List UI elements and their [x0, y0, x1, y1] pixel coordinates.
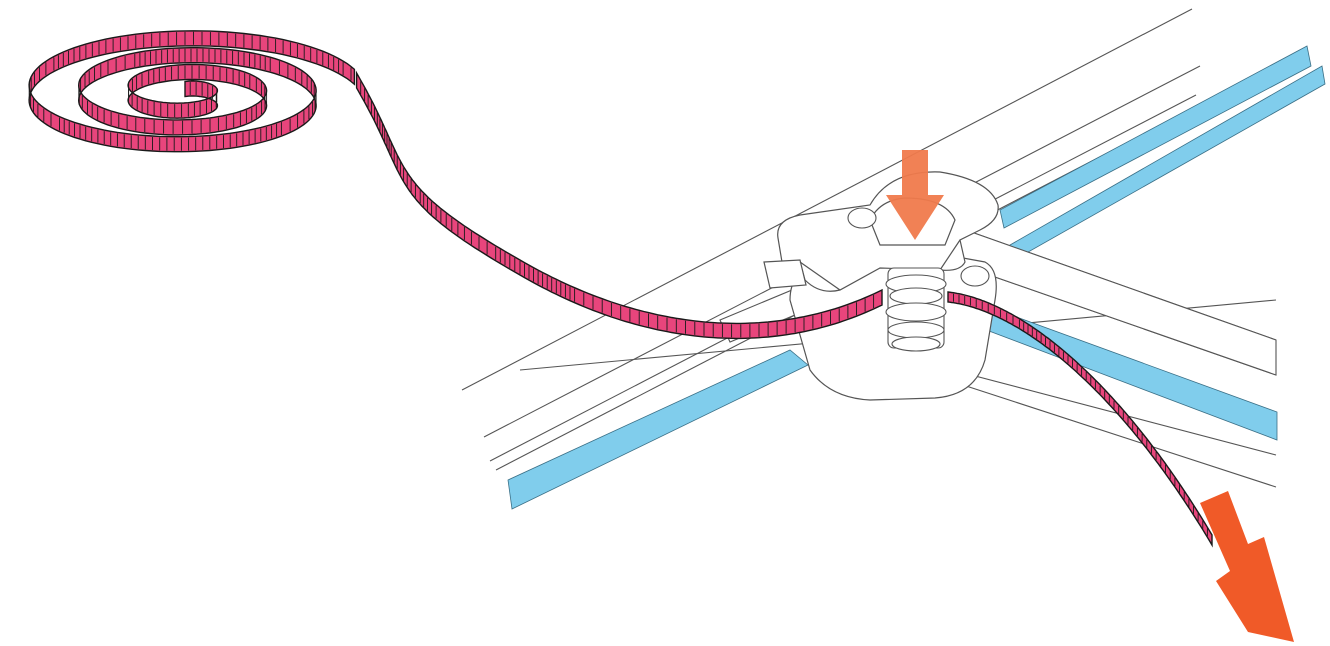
rail-stripe	[1010, 66, 1325, 260]
belt-coil	[29, 31, 354, 152]
pulley-flange	[888, 322, 944, 338]
clamp-tab	[764, 260, 806, 288]
pulley-flange	[892, 337, 940, 351]
idler-bearing	[961, 266, 989, 286]
pull-arrow	[1200, 491, 1294, 642]
pulley-flange	[890, 288, 942, 304]
arrow-down-right-icon	[1200, 491, 1294, 642]
idler-bearing	[848, 208, 876, 228]
pulley-flange	[886, 303, 946, 321]
belt-coil-body	[29, 31, 354, 152]
rail-stripe	[1000, 46, 1311, 228]
